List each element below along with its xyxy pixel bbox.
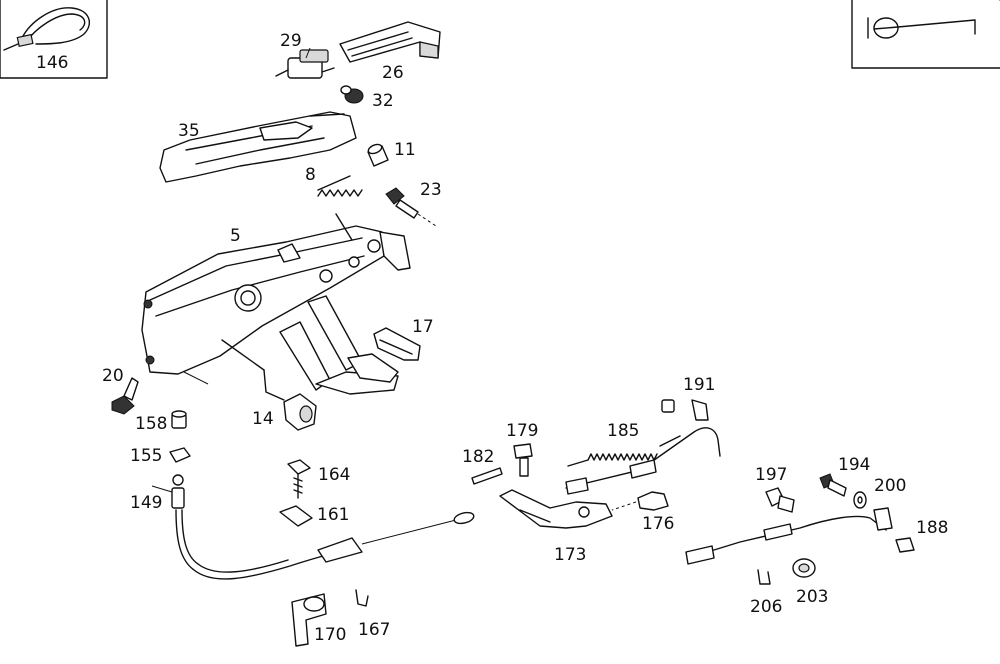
- label-23: 23: [420, 180, 442, 200]
- label-173: 173: [554, 545, 586, 565]
- label-200: 200: [874, 476, 906, 496]
- part-185-spring: [567, 435, 681, 467]
- label-185: 185: [607, 421, 639, 441]
- inset-steering-symbol: [851, 0, 1000, 69]
- inset-cable-tie: [0, 0, 108, 79]
- label-197: 197: [755, 465, 787, 485]
- part-200-washer: [853, 491, 867, 509]
- part-164-screw: [287, 459, 311, 499]
- part-191-cable: [565, 399, 721, 495]
- label-11: 11: [394, 140, 416, 160]
- part-11-sleeve: [367, 143, 389, 167]
- label-161: 161: [317, 505, 349, 525]
- label-170: 170: [314, 625, 346, 645]
- label-32: 32: [372, 91, 394, 111]
- part-5-pedal-bracket: [141, 213, 411, 401]
- part-20-bolt: [111, 377, 139, 415]
- label-194: 194: [838, 455, 870, 475]
- label-8: 8: [305, 165, 316, 185]
- label-176: 176: [642, 514, 674, 534]
- part-29-connector: [275, 49, 335, 79]
- part-149-cable: [171, 474, 475, 580]
- part-188-cable: [685, 507, 915, 565]
- part-161-clip: [279, 505, 313, 527]
- label-155: 155: [130, 446, 162, 466]
- label-26: 26: [382, 63, 404, 83]
- label-35: 35: [178, 121, 200, 141]
- part-155-clip: [169, 447, 191, 463]
- part-17-pedal-pad: [373, 327, 421, 361]
- label-191: 191: [683, 375, 715, 395]
- label-149: 149: [130, 493, 162, 513]
- label-17: 17: [412, 317, 434, 337]
- part-179-bolt: [513, 443, 533, 477]
- part-182-pin: [471, 467, 503, 485]
- label-158: 158: [135, 414, 167, 434]
- part-173-lever: [499, 489, 613, 529]
- part-170-bracket: [291, 593, 327, 647]
- part-167-clip: [355, 589, 369, 607]
- part-23-bolt: [385, 187, 437, 227]
- label-167: 167: [358, 620, 390, 640]
- label-182: 182: [462, 447, 494, 467]
- part-26-bracket: [339, 21, 441, 63]
- part-14-bushing: [283, 393, 317, 431]
- part-labels: 146 29 26 32 35 11 8 23 5 17 20 158 14 1…: [36, 31, 948, 645]
- label-14: 14: [252, 409, 274, 429]
- label-20: 20: [102, 366, 124, 386]
- label-188: 188: [916, 518, 948, 538]
- label-203: 203: [796, 587, 828, 607]
- label-206: 206: [750, 597, 782, 617]
- part-158-sleeve: [171, 410, 187, 429]
- part-197-bolt: [765, 487, 795, 513]
- label-146: 146: [36, 53, 68, 73]
- part-203-grommet: [792, 558, 816, 578]
- label-179: 179: [506, 421, 538, 441]
- part-206-clip: [757, 569, 771, 585]
- label-5: 5: [230, 226, 241, 246]
- part-32-nut: [340, 85, 364, 104]
- part-176-bolt: [611, 491, 669, 511]
- part-35-cover: [159, 111, 357, 183]
- part-8-spring: [317, 175, 363, 197]
- leader-lines: [151, 47, 311, 493]
- label-29: 29: [280, 31, 302, 51]
- part-194-bolt: [819, 473, 847, 497]
- label-164: 164: [318, 465, 350, 485]
